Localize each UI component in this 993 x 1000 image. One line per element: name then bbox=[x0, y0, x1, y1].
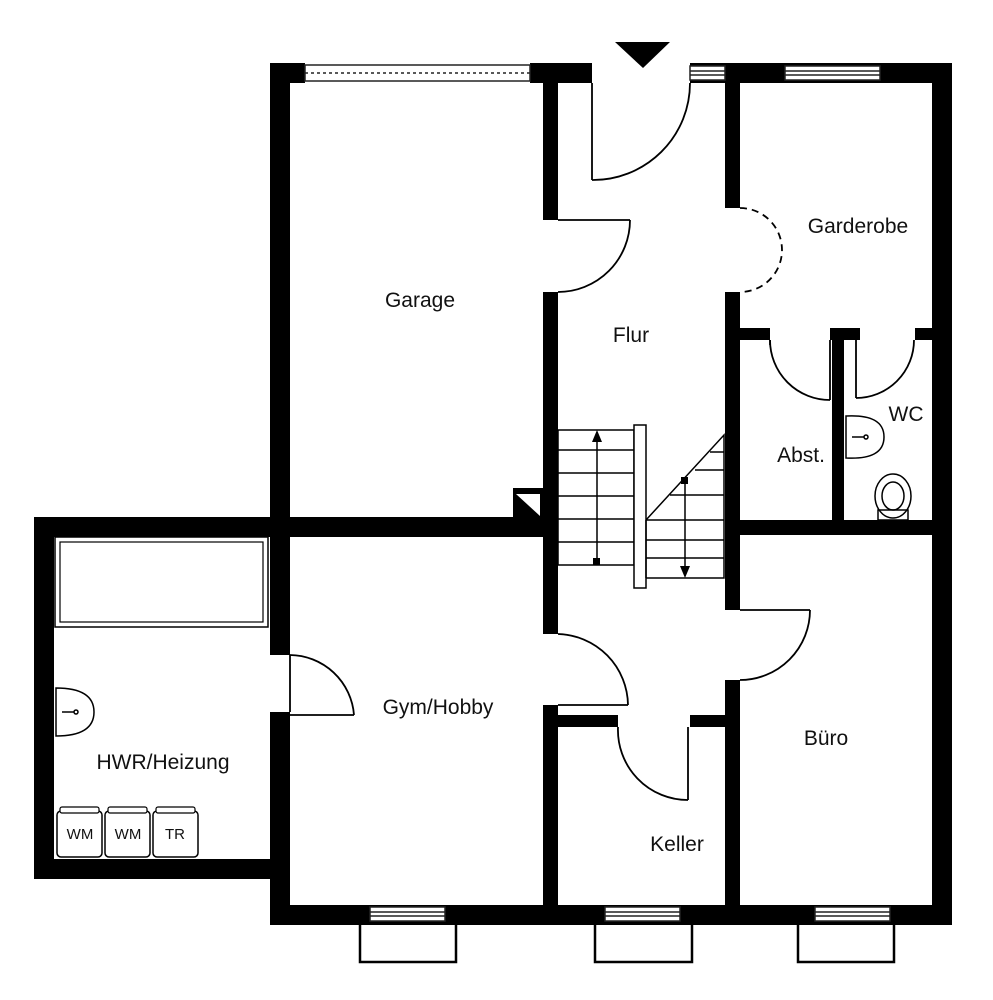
tr-label: TR bbox=[165, 826, 185, 843]
shaft-marker bbox=[516, 494, 540, 516]
room-label-buero: Büro bbox=[804, 727, 848, 750]
heating-unit bbox=[54, 536, 269, 628]
stair-up-arrow bbox=[592, 430, 602, 442]
stair-turn-marker bbox=[681, 477, 688, 484]
wm1-label: WM bbox=[67, 826, 94, 843]
hwr-sink-icon bbox=[55, 687, 95, 737]
room-label-garage: Garage bbox=[385, 289, 455, 312]
walls bbox=[34, 63, 952, 925]
room-label-flur: Flur bbox=[613, 324, 649, 347]
windows bbox=[304, 64, 891, 922]
stair-start-marker bbox=[593, 558, 600, 565]
keller-window bbox=[604, 906, 681, 922]
buero-window bbox=[814, 906, 891, 922]
stair-down-arrow bbox=[680, 566, 690, 578]
room-label-hwr: HWR/Heizung bbox=[96, 751, 229, 774]
garage-door-window bbox=[304, 64, 531, 82]
dryer: TR bbox=[152, 806, 199, 858]
light-wells bbox=[358, 925, 896, 964]
wm2-label: WM bbox=[115, 826, 142, 843]
room-label-keller: Keller bbox=[650, 833, 704, 856]
gym-window bbox=[369, 906, 446, 922]
washing-machine-2: WM bbox=[104, 806, 151, 858]
staircase bbox=[557, 424, 725, 589]
entrance-arrow-icon bbox=[615, 42, 670, 68]
room-label-garderobe: Garderobe bbox=[808, 215, 908, 238]
room-label-gym: Gym/Hobby bbox=[383, 696, 494, 719]
washing-machine-1: WM bbox=[56, 806, 103, 858]
room-label-wc: WC bbox=[889, 403, 924, 426]
garderobe-window bbox=[784, 65, 881, 81]
entrance-side-window bbox=[689, 65, 726, 81]
toilet-icon bbox=[874, 473, 912, 521]
doors bbox=[289, 82, 915, 801]
room-label-abst: Abst. bbox=[777, 444, 825, 467]
sink-icon bbox=[845, 415, 885, 459]
